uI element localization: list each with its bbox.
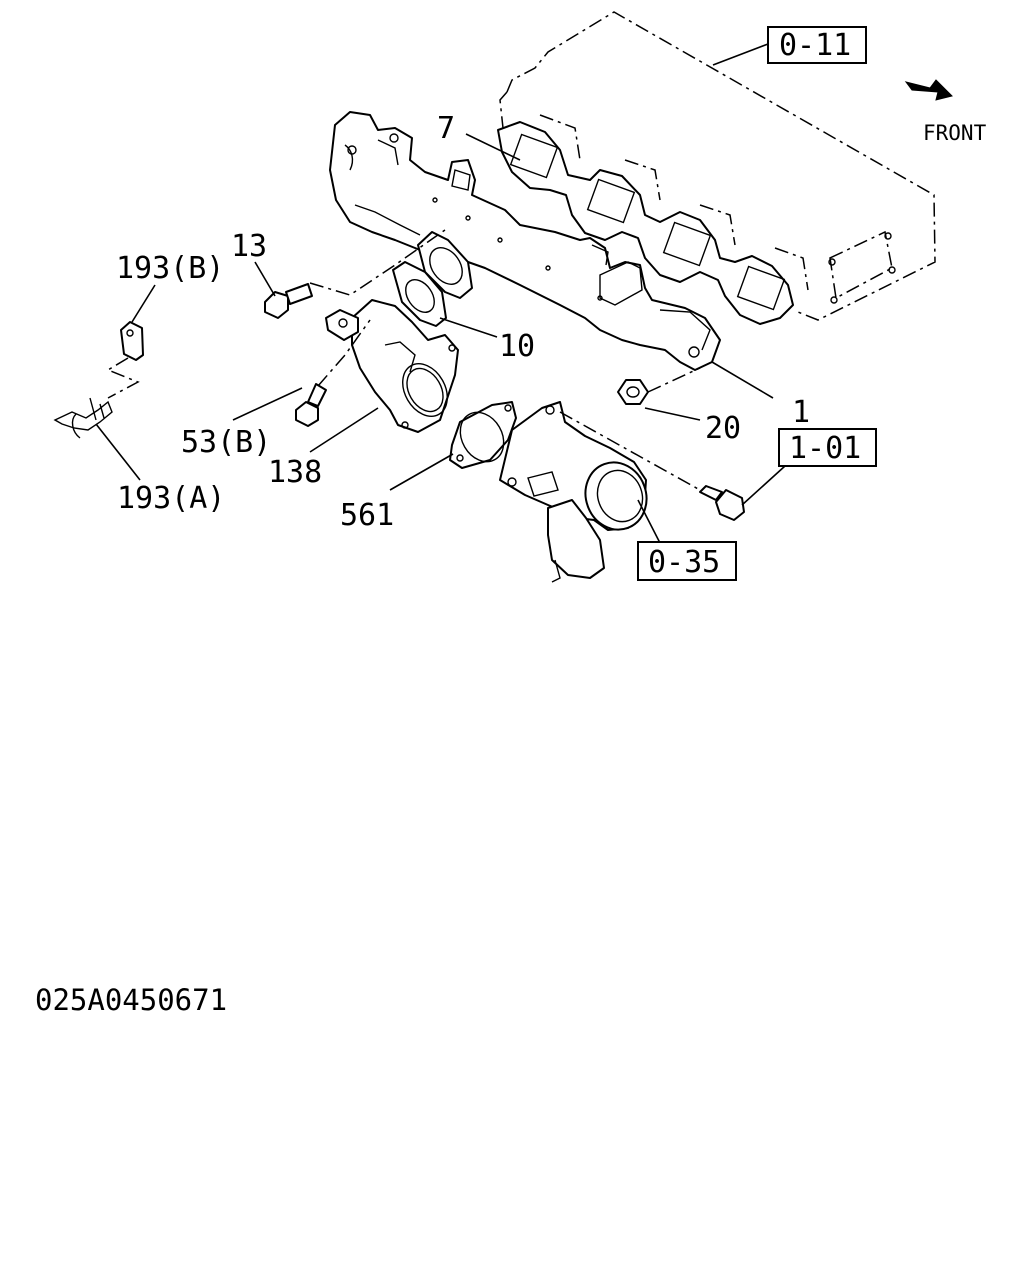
callout-53b: 53(B) <box>181 425 271 460</box>
front-label: FRONT <box>923 121 987 145</box>
assembly-lines <box>106 229 701 491</box>
callout-10: 10 <box>499 329 535 364</box>
bolt-53b <box>295 383 327 427</box>
callout-561: 561 <box>340 498 394 533</box>
front-direction-indicator: FRONT <box>904 79 987 145</box>
callout-1: 1 <box>792 395 810 430</box>
bolt-1-01 <box>699 485 745 521</box>
exhaust-manifold-gasket <box>497 121 794 325</box>
front-arrow-icon <box>904 79 953 101</box>
ref-box-1-01: 1-01 <box>778 428 877 467</box>
gasket-10 <box>392 261 447 327</box>
callout-193a: 193(A) <box>117 481 225 516</box>
ref-label-1-01: 1-01 <box>789 431 861 466</box>
callout-13: 13 <box>231 229 267 264</box>
drawing-code: 025A0450671 <box>35 983 227 1017</box>
adapter-bracket <box>325 309 359 341</box>
clip-193a <box>53 397 113 439</box>
ref-label-0-11: 0-11 <box>779 28 851 63</box>
clip-193b <box>120 321 144 361</box>
nut-20 <box>617 379 649 405</box>
ref-box-0-11: 0-11 <box>767 26 867 64</box>
leader-lines <box>95 43 786 544</box>
ref-box-0-35: 0-35 <box>637 541 737 581</box>
exhaust-brake-valve <box>499 401 648 583</box>
exhaust-adapter-138 <box>351 299 459 433</box>
callout-20: 20 <box>705 411 741 446</box>
engine-block-outline <box>499 11 936 321</box>
bolt-13 <box>264 283 313 319</box>
callout-7: 7 <box>437 111 455 146</box>
callout-138: 138 <box>268 455 322 490</box>
ref-label-0-35: 0-35 <box>648 545 720 580</box>
callout-193b: 193(B) <box>116 251 224 286</box>
